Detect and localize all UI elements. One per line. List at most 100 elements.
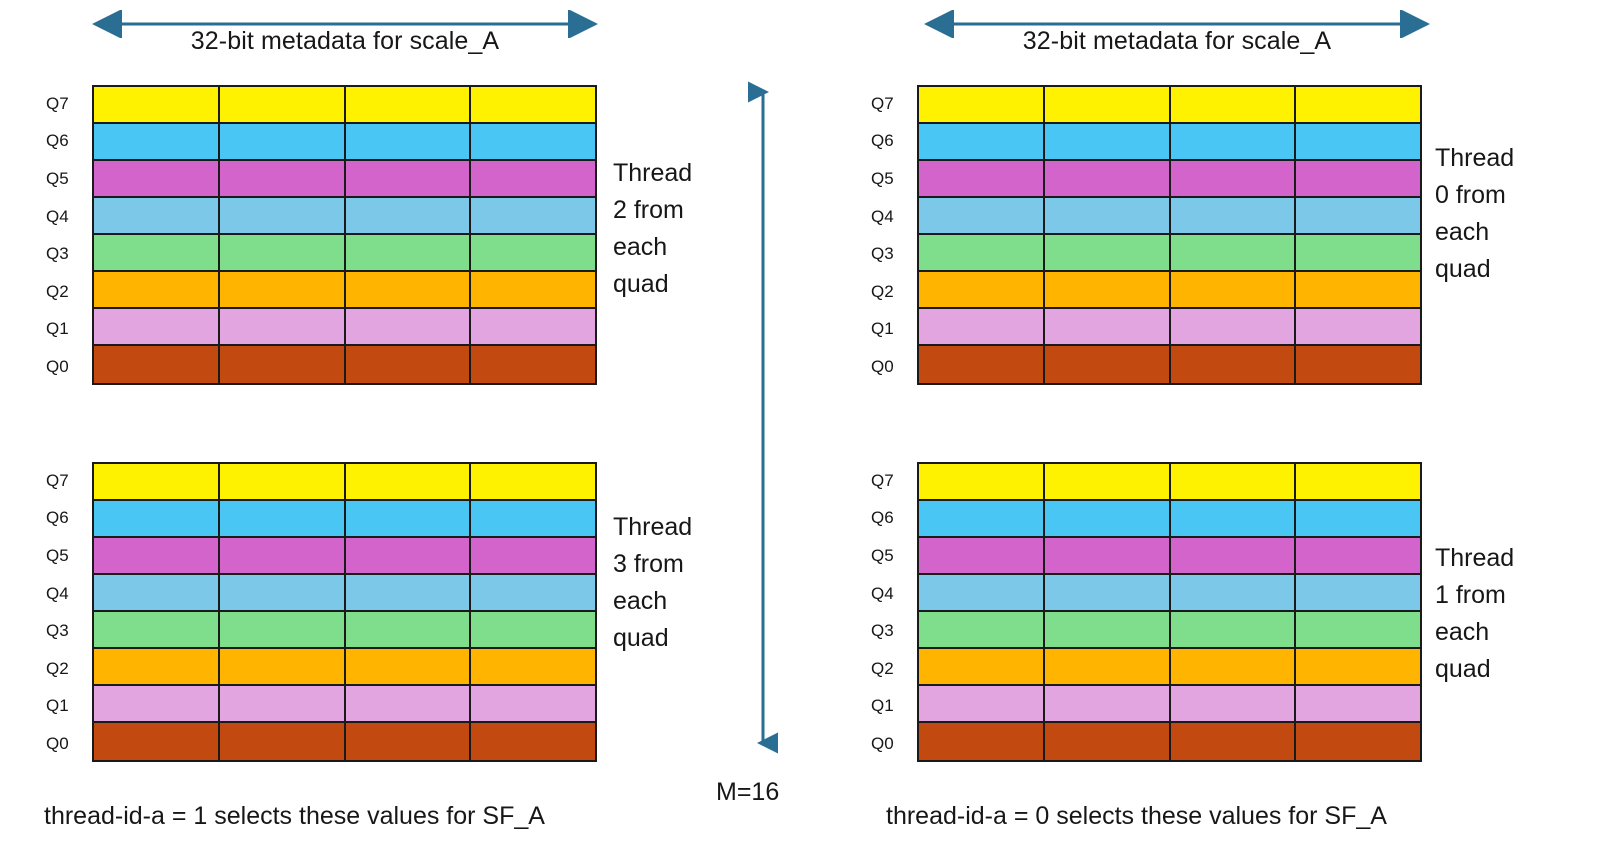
grid-cell [471, 87, 595, 122]
grid-cell [1044, 686, 1171, 721]
grid-cell [919, 723, 1045, 760]
grid-cell [919, 87, 1045, 122]
grid-cell [919, 538, 1045, 573]
grid-cell [1296, 272, 1420, 307]
grid-row-q4 [94, 575, 595, 612]
grid-cell [94, 309, 220, 344]
grid-cell [1296, 649, 1420, 684]
grid-row-q0 [94, 723, 595, 760]
grid-cell [919, 501, 1045, 536]
grid-row-q2 [919, 272, 1420, 309]
grid-cell [471, 501, 595, 536]
grid-row-q2 [919, 649, 1420, 686]
grid-cell [219, 272, 346, 307]
grid-row-q0 [94, 346, 595, 383]
thread-note-bottom-left: Thread 3 from each quad [613, 513, 693, 652]
grid-cell [345, 346, 472, 383]
m-dimension-arrow [748, 80, 778, 755]
grid-cell [345, 538, 472, 573]
row-label-q0: Q0 [871, 733, 894, 753]
grid-cell [471, 575, 595, 610]
grid-cell [471, 272, 595, 307]
row-label-q7: Q7 [871, 93, 894, 113]
grid-cell [345, 198, 472, 233]
row-label-q3: Q3 [46, 621, 69, 641]
grid-cell [219, 538, 346, 573]
row-label-q1: Q1 [871, 319, 894, 339]
row-label-q4: Q4 [46, 583, 69, 603]
grid-cell [1044, 649, 1171, 684]
grid-cell [219, 649, 346, 684]
grid-cell [94, 501, 220, 536]
row-label-q5: Q5 [46, 168, 69, 188]
grid-cell [1044, 235, 1171, 270]
metadata-grid [92, 85, 597, 385]
grid-cell [94, 161, 220, 196]
grid-cell [219, 501, 346, 536]
grid-row-q2 [94, 649, 595, 686]
grid-row-q6 [94, 124, 595, 161]
row-label-q1: Q1 [46, 696, 69, 716]
row-label-q1: Q1 [46, 319, 69, 339]
grid-cell [94, 612, 220, 647]
row-label-q3: Q3 [46, 244, 69, 264]
row-label-q1: Q1 [871, 696, 894, 716]
grid-row-q4 [919, 198, 1420, 235]
grid-cell [219, 686, 346, 721]
grid-cell [219, 723, 346, 760]
thread-note-top-right: Thread 0 from each quad [1435, 144, 1515, 283]
grid-cell [919, 272, 1045, 307]
grid-cell [1296, 198, 1420, 233]
grid-cell [1296, 87, 1420, 122]
grid-row-q6 [94, 501, 595, 538]
grid-row-q4 [94, 198, 595, 235]
grid-cell [94, 235, 220, 270]
grid-cell [94, 87, 220, 122]
grid-cell [345, 686, 472, 721]
grid-cell [471, 309, 595, 344]
metadata-grid [917, 462, 1422, 762]
row-label-q3: Q3 [871, 244, 894, 264]
grid-cell [94, 198, 220, 233]
grid-cell [1170, 235, 1297, 270]
row-label-q3: Q3 [871, 621, 894, 641]
row-label-q2: Q2 [46, 658, 69, 678]
grid-row-q1 [94, 309, 595, 346]
grid-cell [1170, 464, 1297, 499]
grid-row-q5 [94, 161, 595, 198]
row-label-q0: Q0 [871, 356, 894, 376]
grid-cell [471, 198, 595, 233]
grid-cell [1170, 686, 1297, 721]
grid-cell [94, 649, 220, 684]
grid-cell [94, 346, 220, 383]
grid-cell [345, 575, 472, 610]
grid-cell [1296, 575, 1420, 610]
grid-cell [345, 309, 472, 344]
grid-cell [471, 686, 595, 721]
grid-cell [1170, 538, 1297, 573]
grid-cell [1170, 501, 1297, 536]
metadata-span-arrow-right [920, 10, 1434, 40]
grid-cell [345, 161, 472, 196]
grid-cell [919, 124, 1045, 159]
grid-cell [1170, 723, 1297, 760]
grid-cell [94, 575, 220, 610]
grid-cell [1296, 723, 1420, 760]
grid-cell [219, 235, 346, 270]
row-label-q5: Q5 [46, 545, 69, 565]
grid-row-q3 [94, 612, 595, 649]
grid-row-q7 [94, 87, 595, 124]
grid-cell [219, 464, 346, 499]
grid-cell [345, 124, 472, 159]
grid-row-q3 [919, 612, 1420, 649]
row-label-q5: Q5 [871, 168, 894, 188]
grid-cell [1044, 501, 1171, 536]
grid-cell [1296, 686, 1420, 721]
row-label-q5: Q5 [871, 545, 894, 565]
grid-cell [219, 124, 346, 159]
grid-cell [919, 198, 1045, 233]
